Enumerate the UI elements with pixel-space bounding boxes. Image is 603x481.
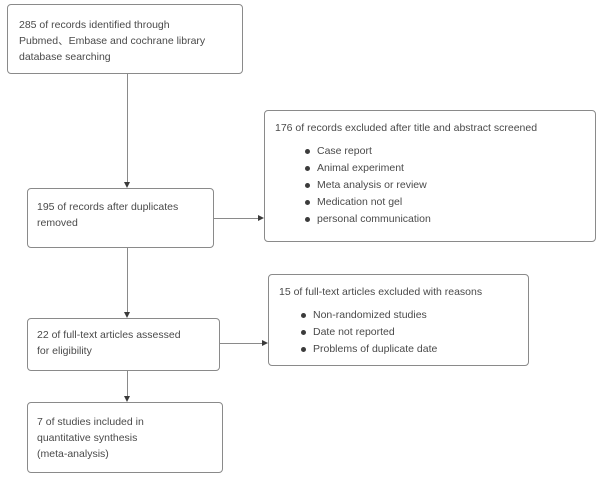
arrowhead-duplicates-to-excluded-ta [258, 215, 264, 221]
box-fulltext-assessed-text: 22 of full-text articles assessed for el… [37, 329, 181, 357]
reason-item: Date not reported [301, 324, 437, 341]
box-fulltext-assessed: 22 of full-text articles assessed for el… [27, 318, 220, 371]
reason-item: Problems of duplicate date [301, 341, 437, 358]
box-excluded-fulltext: 15 of full-text articles excluded with r… [268, 274, 529, 366]
box-studies-included: 7 of studies included in quantitative sy… [27, 402, 223, 473]
reason-item: Non-randomized studies [301, 307, 437, 324]
box-excluded-fulltext-heading: 15 of full-text articles excluded with r… [279, 286, 483, 298]
arrowhead-identified-to-duplicates [124, 182, 130, 188]
connector-fulltext-to-excluded-ft [220, 343, 262, 344]
connector-duplicates-to-excluded-ta [214, 218, 258, 219]
connector-fulltext-to-included [127, 371, 128, 396]
box-excluded-title-abstract-heading: 176 of records excluded after title and … [275, 122, 538, 134]
box-records-after-duplicates: 195 of records after duplicates removed [27, 188, 214, 248]
connector-duplicates-to-fulltext [127, 248, 128, 312]
reason-item: Animal experiment [305, 160, 431, 177]
reason-item: personal communication [305, 211, 431, 228]
box-records-identified: 285 of records identified through Pubmed… [7, 4, 243, 74]
box-excluded-title-abstract: 176 of records excluded after title and … [264, 110, 596, 242]
box-records-identified-text: 285 of records identified through Pubmed… [19, 19, 206, 63]
arrowhead-duplicates-to-fulltext [124, 312, 130, 318]
reason-item: Meta analysis or review [305, 177, 431, 194]
reason-item: Case report [305, 143, 431, 160]
arrowhead-fulltext-to-excluded-ft [262, 340, 268, 346]
reason-item: Medication not gel [305, 194, 431, 211]
connector-identified-to-duplicates [127, 74, 128, 182]
box-records-after-duplicates-text: 195 of records after duplicates removed [37, 201, 179, 229]
box-studies-included-text: 7 of studies included in quantitative sy… [37, 416, 144, 460]
arrowhead-fulltext-to-included [124, 396, 130, 402]
